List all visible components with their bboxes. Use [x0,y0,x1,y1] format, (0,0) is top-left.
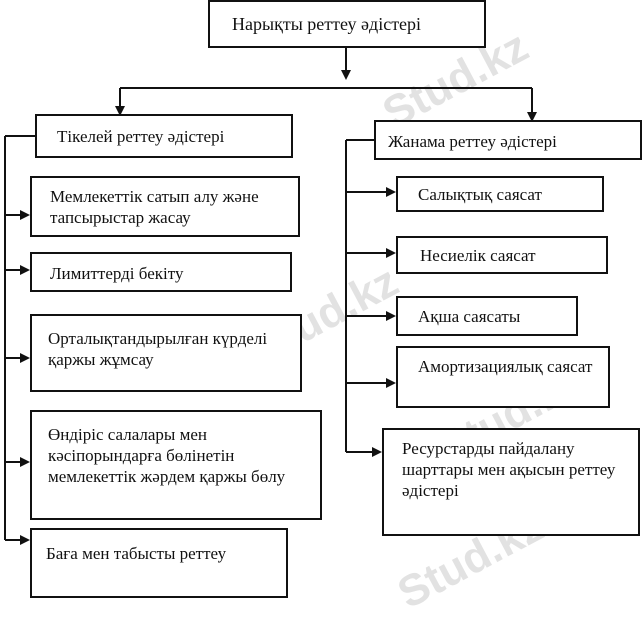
direct-method-item: Өндіріс салалары мен кәсіпорындарға бөлі… [30,410,322,520]
direct-method-item: Мемлекеттік сатып алу және тапсырыстар ж… [30,176,300,237]
direct-method-item: Лимиттерді бекіту [30,252,292,292]
connector-lines [4,48,537,545]
direct-methods-header: Тікелей реттеу әдістері [35,114,293,158]
direct-methods-label: Тікелей реттеу әдістері [57,127,225,146]
indirect-method-item: Салықтық саясат [396,176,604,212]
direct-method-item: Орталықтандырылған күрделі қаржы жұмсау [30,314,302,392]
indirect-method-item: Ресурстарды пайдалану шарттары мен ақысы… [382,428,640,536]
indirect-methods-label: Жанама реттеу әдістері [388,132,557,151]
title-box: Нарықты реттеу әдістері [208,0,486,48]
indirect-method-item: Несиелік саясат [396,236,608,274]
title-text: Нарықты реттеу әдістері [232,14,422,34]
indirect-methods-header: Жанама реттеу әдістері [374,120,642,160]
indirect-method-item: Ақша саясаты [396,296,578,336]
direct-method-item: Баға мен табысты реттеу [30,528,288,598]
indirect-method-item: Амортизациялық саясат [396,346,610,408]
